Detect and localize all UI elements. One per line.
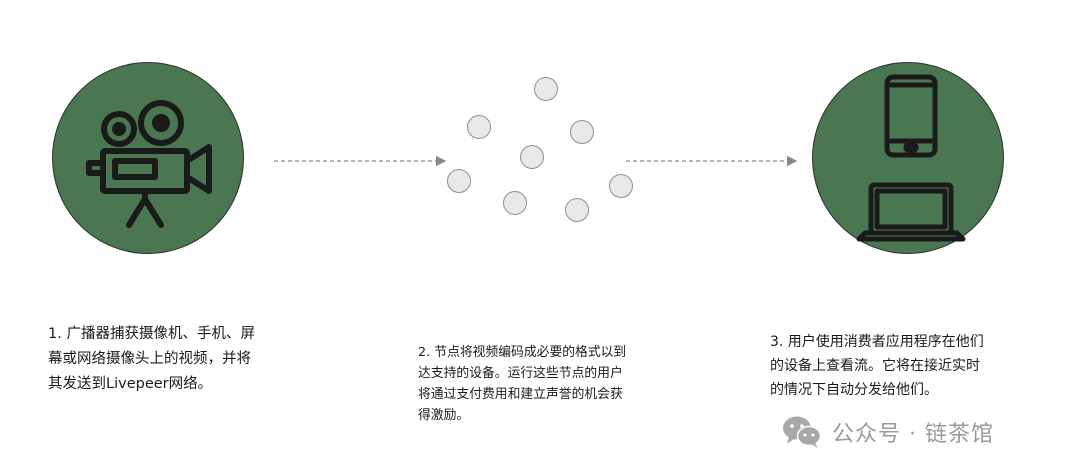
- phone-laptop-icon: [856, 74, 966, 242]
- network-node: [609, 174, 633, 198]
- step-3-caption: 3. 用户使用消费者应用程序在他们 的设备上查看流。它将在接近实时 的情况下自动…: [770, 330, 1030, 402]
- network-node: [570, 120, 594, 144]
- network-node: [534, 77, 558, 101]
- network-node: [447, 169, 471, 193]
- caption-line: 的设备上查看流。它将在接近实时: [770, 358, 980, 374]
- broadcaster-circle: [52, 62, 244, 254]
- caption-line: 达支持的设备。运行这些节点的用户: [418, 366, 623, 381]
- network-node: [520, 145, 544, 169]
- caption-line: 2. 节点将视频编码成必要的格式以到: [418, 345, 627, 360]
- caption-line: 得激励。: [418, 408, 470, 423]
- caption-line: 3. 用户使用消费者应用程序在他们: [770, 334, 984, 350]
- network-node: [467, 115, 491, 139]
- step-1-caption: 1. 广播器捕获摄像机、手机、屏 幕或网络摄像头上的视频，并将 其发送到Live…: [48, 322, 298, 397]
- wechat-icon: [783, 416, 822, 448]
- video-camera-icon: [86, 100, 212, 228]
- caption-line: 1. 广播器捕获摄像机、手机、屏: [48, 326, 255, 342]
- watermark-text: 公众号 · 链茶馆: [832, 422, 994, 447]
- step-2-caption: 2. 节点将视频编码成必要的格式以到 达支持的设备。运行这些节点的用户 将通过支…: [418, 342, 668, 426]
- network-node: [565, 198, 589, 222]
- watermark: 公众号 · 链茶馆: [782, 414, 994, 450]
- caption-line: 其发送到Livepeer网络。: [48, 376, 213, 392]
- viewer-devices-circle: [812, 62, 1004, 254]
- network-node: [503, 191, 527, 215]
- caption-line: 幕或网络摄像头上的视频，并将: [48, 351, 251, 367]
- caption-line: 的情况下自动分发给他们。: [770, 382, 938, 398]
- caption-line: 将通过支付费用和建立声誉的机会获: [418, 387, 623, 402]
